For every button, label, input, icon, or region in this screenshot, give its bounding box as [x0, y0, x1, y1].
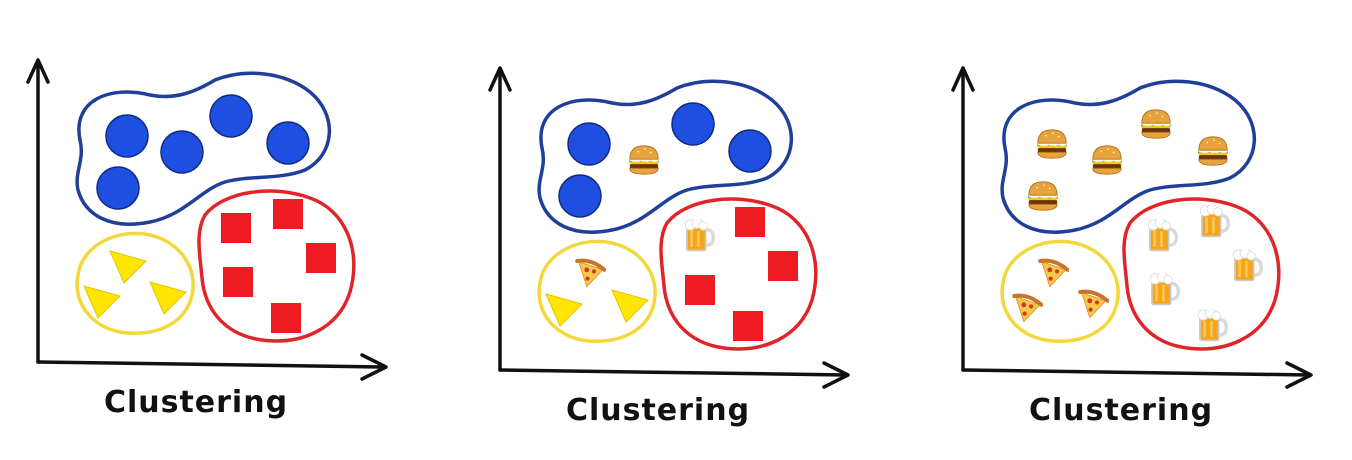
caption-label: Clustering: [104, 385, 288, 420]
burger-icon: [1197, 136, 1229, 166]
caption-label: Clustering: [1029, 393, 1213, 428]
yellow-triangle: [611, 289, 649, 323]
blue-circle: [96, 166, 140, 210]
red-square: [733, 311, 763, 341]
panel-1: Clustering: [26, 58, 388, 420]
y-axis-arrow: [26, 58, 50, 84]
burger-icon: [1027, 181, 1059, 211]
pizza-icon: [575, 258, 606, 289]
cluster-outline-yellow: [75, 231, 195, 335]
red-square: [271, 303, 301, 333]
burger-icon: [628, 145, 660, 175]
red-square: [223, 267, 253, 297]
beer-icon: [1231, 249, 1263, 283]
red-square: [735, 207, 765, 237]
x-axis: [36, 360, 386, 369]
burger-icon: [1140, 109, 1172, 139]
cluster-outline-yellow: [1000, 239, 1120, 343]
x-axis: [498, 368, 848, 377]
beer-icon: [683, 219, 715, 253]
yellow-triangle: [109, 250, 147, 284]
blue-circle: [567, 122, 611, 166]
red-square: [306, 243, 336, 273]
blue-circle: [266, 121, 310, 165]
yellow-triangle: [83, 285, 121, 319]
blue-circle: [558, 174, 602, 218]
yellow-triangle: [149, 281, 187, 315]
cluster-outline-blue: [1000, 79, 1257, 234]
x-axis-arrow: [360, 353, 388, 381]
panel-3: Clustering: [951, 66, 1313, 428]
cluster-outline-yellow: [537, 239, 657, 343]
yellow-triangle: [545, 293, 583, 327]
pizza-icon: [1078, 289, 1109, 320]
pizza-icon: [1012, 293, 1043, 324]
cluster-outline-blue: [537, 79, 794, 234]
x-axis-arrow: [822, 361, 850, 389]
blue-circle: [209, 94, 253, 138]
blue-circle: [728, 129, 772, 173]
panel-2: Clustering: [488, 66, 850, 428]
blue-circle: [105, 114, 149, 158]
cluster-outline-red: [659, 197, 818, 351]
red-square: [768, 251, 798, 281]
y-axis-arrow: [951, 66, 975, 92]
blue-circle: [160, 130, 204, 174]
beer-icon: [1198, 205, 1230, 239]
red-square: [221, 213, 251, 243]
x-axis-arrow: [1285, 361, 1313, 389]
beer-icon: [1146, 219, 1178, 253]
burger-icon: [1091, 145, 1123, 175]
pizza-icon: [1038, 258, 1069, 289]
y-axis-arrow: [488, 66, 512, 92]
cluster-outline-red: [197, 189, 356, 343]
red-square: [273, 199, 303, 229]
blue-circle: [671, 102, 715, 146]
beer-icon: [1196, 309, 1228, 343]
caption-label: Clustering: [566, 393, 750, 428]
cluster-outline-red: [1122, 197, 1281, 351]
burger-icon: [1036, 129, 1068, 159]
x-axis: [961, 368, 1311, 377]
cluster-outline-blue: [75, 71, 332, 226]
beer-icon: [1148, 273, 1180, 307]
red-square: [685, 275, 715, 305]
